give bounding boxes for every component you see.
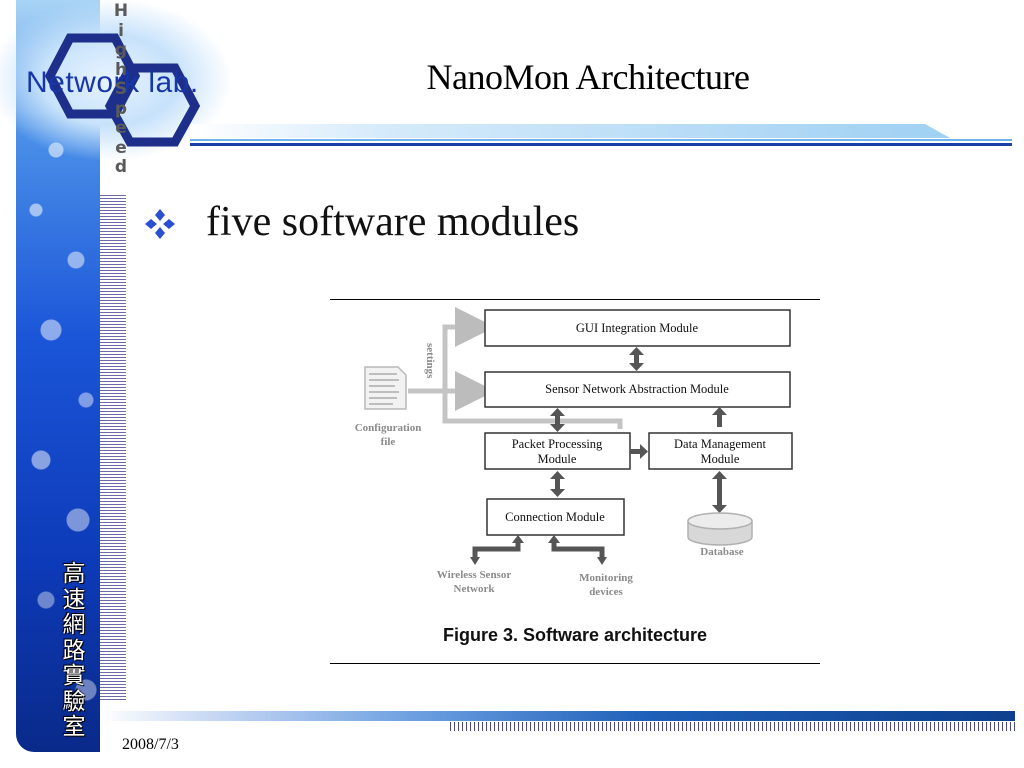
logo-letter: d [114, 157, 128, 177]
data-module-label-2: Module [701, 452, 740, 466]
gui-module-label: GUI Integration Module [576, 321, 699, 335]
title-rule [190, 124, 1012, 146]
logo-letter: S [114, 79, 128, 99]
figure-top-rule [330, 299, 820, 300]
logo-letter: i [118, 20, 124, 41]
wsn-label-1: Wireless Sensor [437, 569, 512, 581]
architecture-figure: settings Configuration file GUI Integrat… [330, 299, 820, 664]
bullet-text: five software modules [206, 199, 580, 245]
logo-text: Network lab. [26, 66, 199, 99]
config-file-label-1: Configuration [355, 422, 422, 434]
database-icon [687, 512, 753, 546]
page-title: NanoMon Architecture [426, 57, 750, 97]
figure-bottom-rule [330, 663, 820, 664]
data-module-label-1: Data Management [674, 437, 767, 451]
logo-letter: p [114, 98, 128, 119]
logo-letter: g [114, 40, 128, 60]
cjk-char: 高 [62, 561, 86, 587]
packet-module-label-2: Module [538, 452, 577, 466]
settings-label: settings [424, 343, 436, 379]
cjk-char: 網 [62, 612, 86, 638]
figure-caption: Figure 3. Software architecture [442, 625, 708, 645]
packet-processing-module: Packet Processing Module [484, 432, 631, 470]
logo-letter: e [115, 118, 127, 138]
connection-module: Connection Module [486, 498, 625, 536]
architecture-diagram: settings Configuration file GUI Integrat… [355, 307, 793, 598]
config-to-data-arrow [442, 391, 623, 429]
striped-decoration [100, 195, 126, 700]
cjk-char: 實 [62, 663, 86, 689]
logo-letter: H [113, 1, 129, 21]
data-management-module: Data Management Module [648, 432, 793, 470]
logo-letter: h [114, 59, 128, 80]
vertical-logo-letters: H i g h S p e e d [110, 1, 132, 178]
sensor-network-abstraction-module: Sensor Network Abstraction Module [484, 371, 791, 408]
config-file-icon [364, 366, 407, 410]
database-label: Database [700, 546, 744, 558]
wsn-label-2: Network [454, 583, 496, 595]
module-arrows [470, 347, 727, 565]
connection-module-label: Connection Module [505, 510, 605, 524]
config-to-gui-arrow [408, 307, 495, 394]
config-file-label-2: file [381, 436, 396, 448]
abstraction-module-label: Sensor Network Abstraction Module [545, 382, 729, 396]
footer-date: 2008/7/3 [122, 736, 179, 753]
hexagon-logo-icon [44, 33, 201, 147]
packet-module-label-1: Packet Processing [512, 437, 603, 451]
cjk-char: 室 [62, 714, 86, 740]
diamond-quad-bullet-icon [145, 209, 175, 239]
lab-name-cjk: 高 速 網 路 實 驗 室 [56, 561, 92, 741]
footer-gradient-bar [100, 711, 1015, 721]
cjk-char: 路 [62, 637, 86, 664]
logo-letter: e [115, 137, 127, 158]
footer-dashed-bar [450, 722, 1015, 731]
monitoring-label-1: Monitoring [579, 572, 633, 584]
cjk-char: 驗 [62, 688, 86, 715]
gui-integration-module: GUI Integration Module [484, 309, 791, 347]
cjk-char: 速 [62, 586, 86, 613]
monitoring-label-2: devices [589, 586, 623, 598]
